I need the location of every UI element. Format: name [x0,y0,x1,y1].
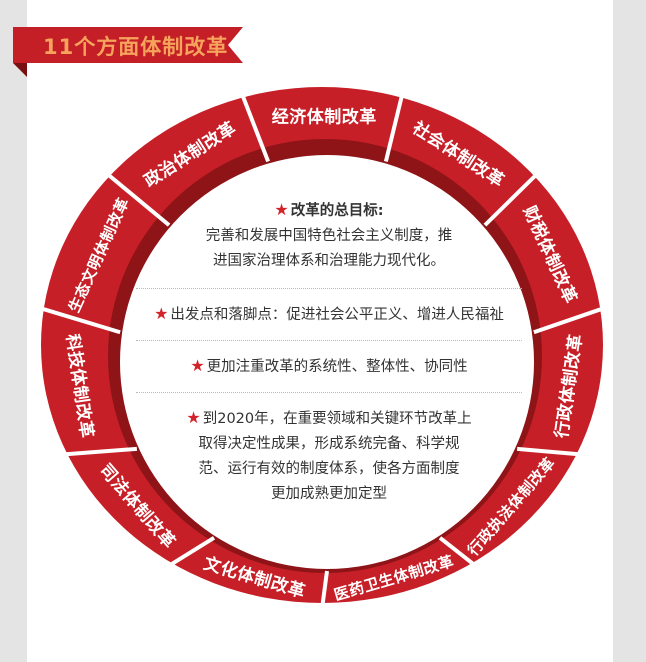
title-banner: 11个方面体制改革 [13,27,243,77]
emphasis-block: ★更加注重改革的系统性、整体性、协同性 [120,341,538,392]
center-content: ★改革的总目标: 完善和发展中国特色社会主义制度，推 进国家治理体系和治理能力现… [120,195,538,507]
star-icon: ★ [154,304,169,323]
starting-point-text: 出发点和落脚点：促进社会公平正义、增进人民福祉 [170,307,504,323]
goal-heading: 改革的总目标: [290,203,384,219]
goal-line: 完善和发展中国特色社会主义制度，推 [205,228,453,244]
emphasis-text: 更加注重改革的系统性、整体性、协同性 [206,359,468,375]
segment-divider [239,90,270,163]
dotted-divider [136,288,522,289]
segment-label: 经济体制改革 [272,107,377,128]
target-line: 到2020年，在重要领域和关键环节改革上 [202,411,472,427]
star-icon: ★ [186,408,201,427]
segment-divider [483,170,541,227]
segment-divider [533,305,607,335]
left-margin [0,0,27,662]
segment-divider [383,91,405,162]
target-2020-block: ★到2020年，在重要领域和关键环节改革上 取得决定性成果，形成系统完备、科学规… [120,393,538,507]
segment-divider [103,170,171,227]
segment-divider [37,305,121,335]
star-icon: ★ [190,356,205,375]
goal-block: ★改革的总目标: 完善和发展中国特色社会主义制度，推 进国家治理体系和治理能力现… [120,195,538,288]
banner-title: 11个方面体制改革 [43,35,229,59]
segment-divider [60,446,138,457]
segment-divider [438,536,479,569]
right-margin [613,0,646,662]
starting-point-block: ★出发点和落脚点：促进社会公平正义、增进人民福祉 [120,289,538,340]
target-line: 取得决定性成果，形成系统完备、科学规 [198,436,460,452]
segment-divider [320,570,329,610]
segment-divider [516,446,584,457]
ribbon-shape [13,27,243,77]
target-line: 更加成熟更加定型 [271,486,387,502]
goal-line: 进国家治理体系和治理能力现代化。 [213,253,445,269]
target-line: 范、运行有效的制度体系，使各方面制度 [198,461,460,477]
star-icon: ★ [274,200,289,219]
dotted-divider [136,392,522,393]
dotted-divider [136,340,522,341]
segment-divider [165,536,216,569]
